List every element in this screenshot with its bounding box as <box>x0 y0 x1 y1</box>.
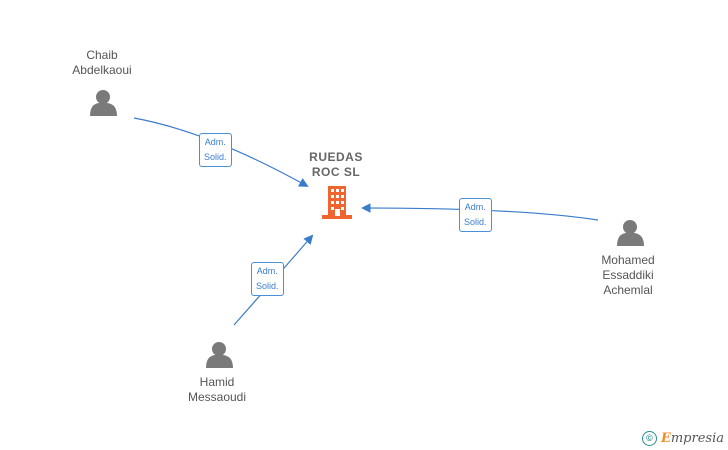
person-name-line: Chaib <box>86 48 118 62</box>
relation-badge-hamid[interactable]: Adm. Solid. <box>251 262 284 296</box>
relation-label-line1: Adm. <box>256 266 278 276</box>
relation-label-line1: Adm. <box>464 202 486 212</box>
person-name-line: Abdelkaoui <box>72 63 132 77</box>
person-name-chaib[interactable]: Chaib Abdelkaoui <box>52 48 152 78</box>
relation-badge-chaib[interactable]: Adm. Solid. <box>199 133 232 167</box>
brand-initial: E <box>660 431 671 446</box>
person-icon[interactable] <box>206 342 233 368</box>
relation-label-line2: Solid. <box>204 152 227 162</box>
relation-label-line2: Solid. <box>256 281 279 291</box>
brand-logo: Empresia <box>661 431 724 446</box>
brand-rest: mpresia <box>670 431 724 446</box>
company-name[interactable]: RUEDAS ROC SL <box>300 150 372 180</box>
building-icon[interactable] <box>322 186 352 219</box>
company-name-line2: ROC SL <box>311 165 361 179</box>
relation-badge-mohamed[interactable]: Adm. Solid. <box>459 198 492 232</box>
edge-mohamed-company <box>361 203 599 221</box>
person-icon[interactable] <box>617 220 644 246</box>
relation-label-line1: Adm. <box>204 137 226 147</box>
person-name-line: Achemlal <box>603 283 653 297</box>
copyright-icon: © <box>641 431 657 446</box>
person-name-hamid[interactable]: Hamid Messaoudi <box>167 375 267 405</box>
person-name-line: Messaoudi <box>187 390 247 404</box>
empresia-watermark: © Empresia <box>641 431 724 446</box>
company-name-line1: RUEDAS <box>309 150 363 164</box>
person-name-line: Hamid <box>199 375 235 389</box>
relation-label-line2: Solid. <box>464 217 487 227</box>
person-name-line: Essaddiki <box>602 268 654 282</box>
person-icon[interactable] <box>90 90 117 116</box>
person-name-mohamed[interactable]: Mohamed Essaddiki Achemlal <box>578 253 678 298</box>
person-name-line: Mohamed <box>601 253 655 267</box>
